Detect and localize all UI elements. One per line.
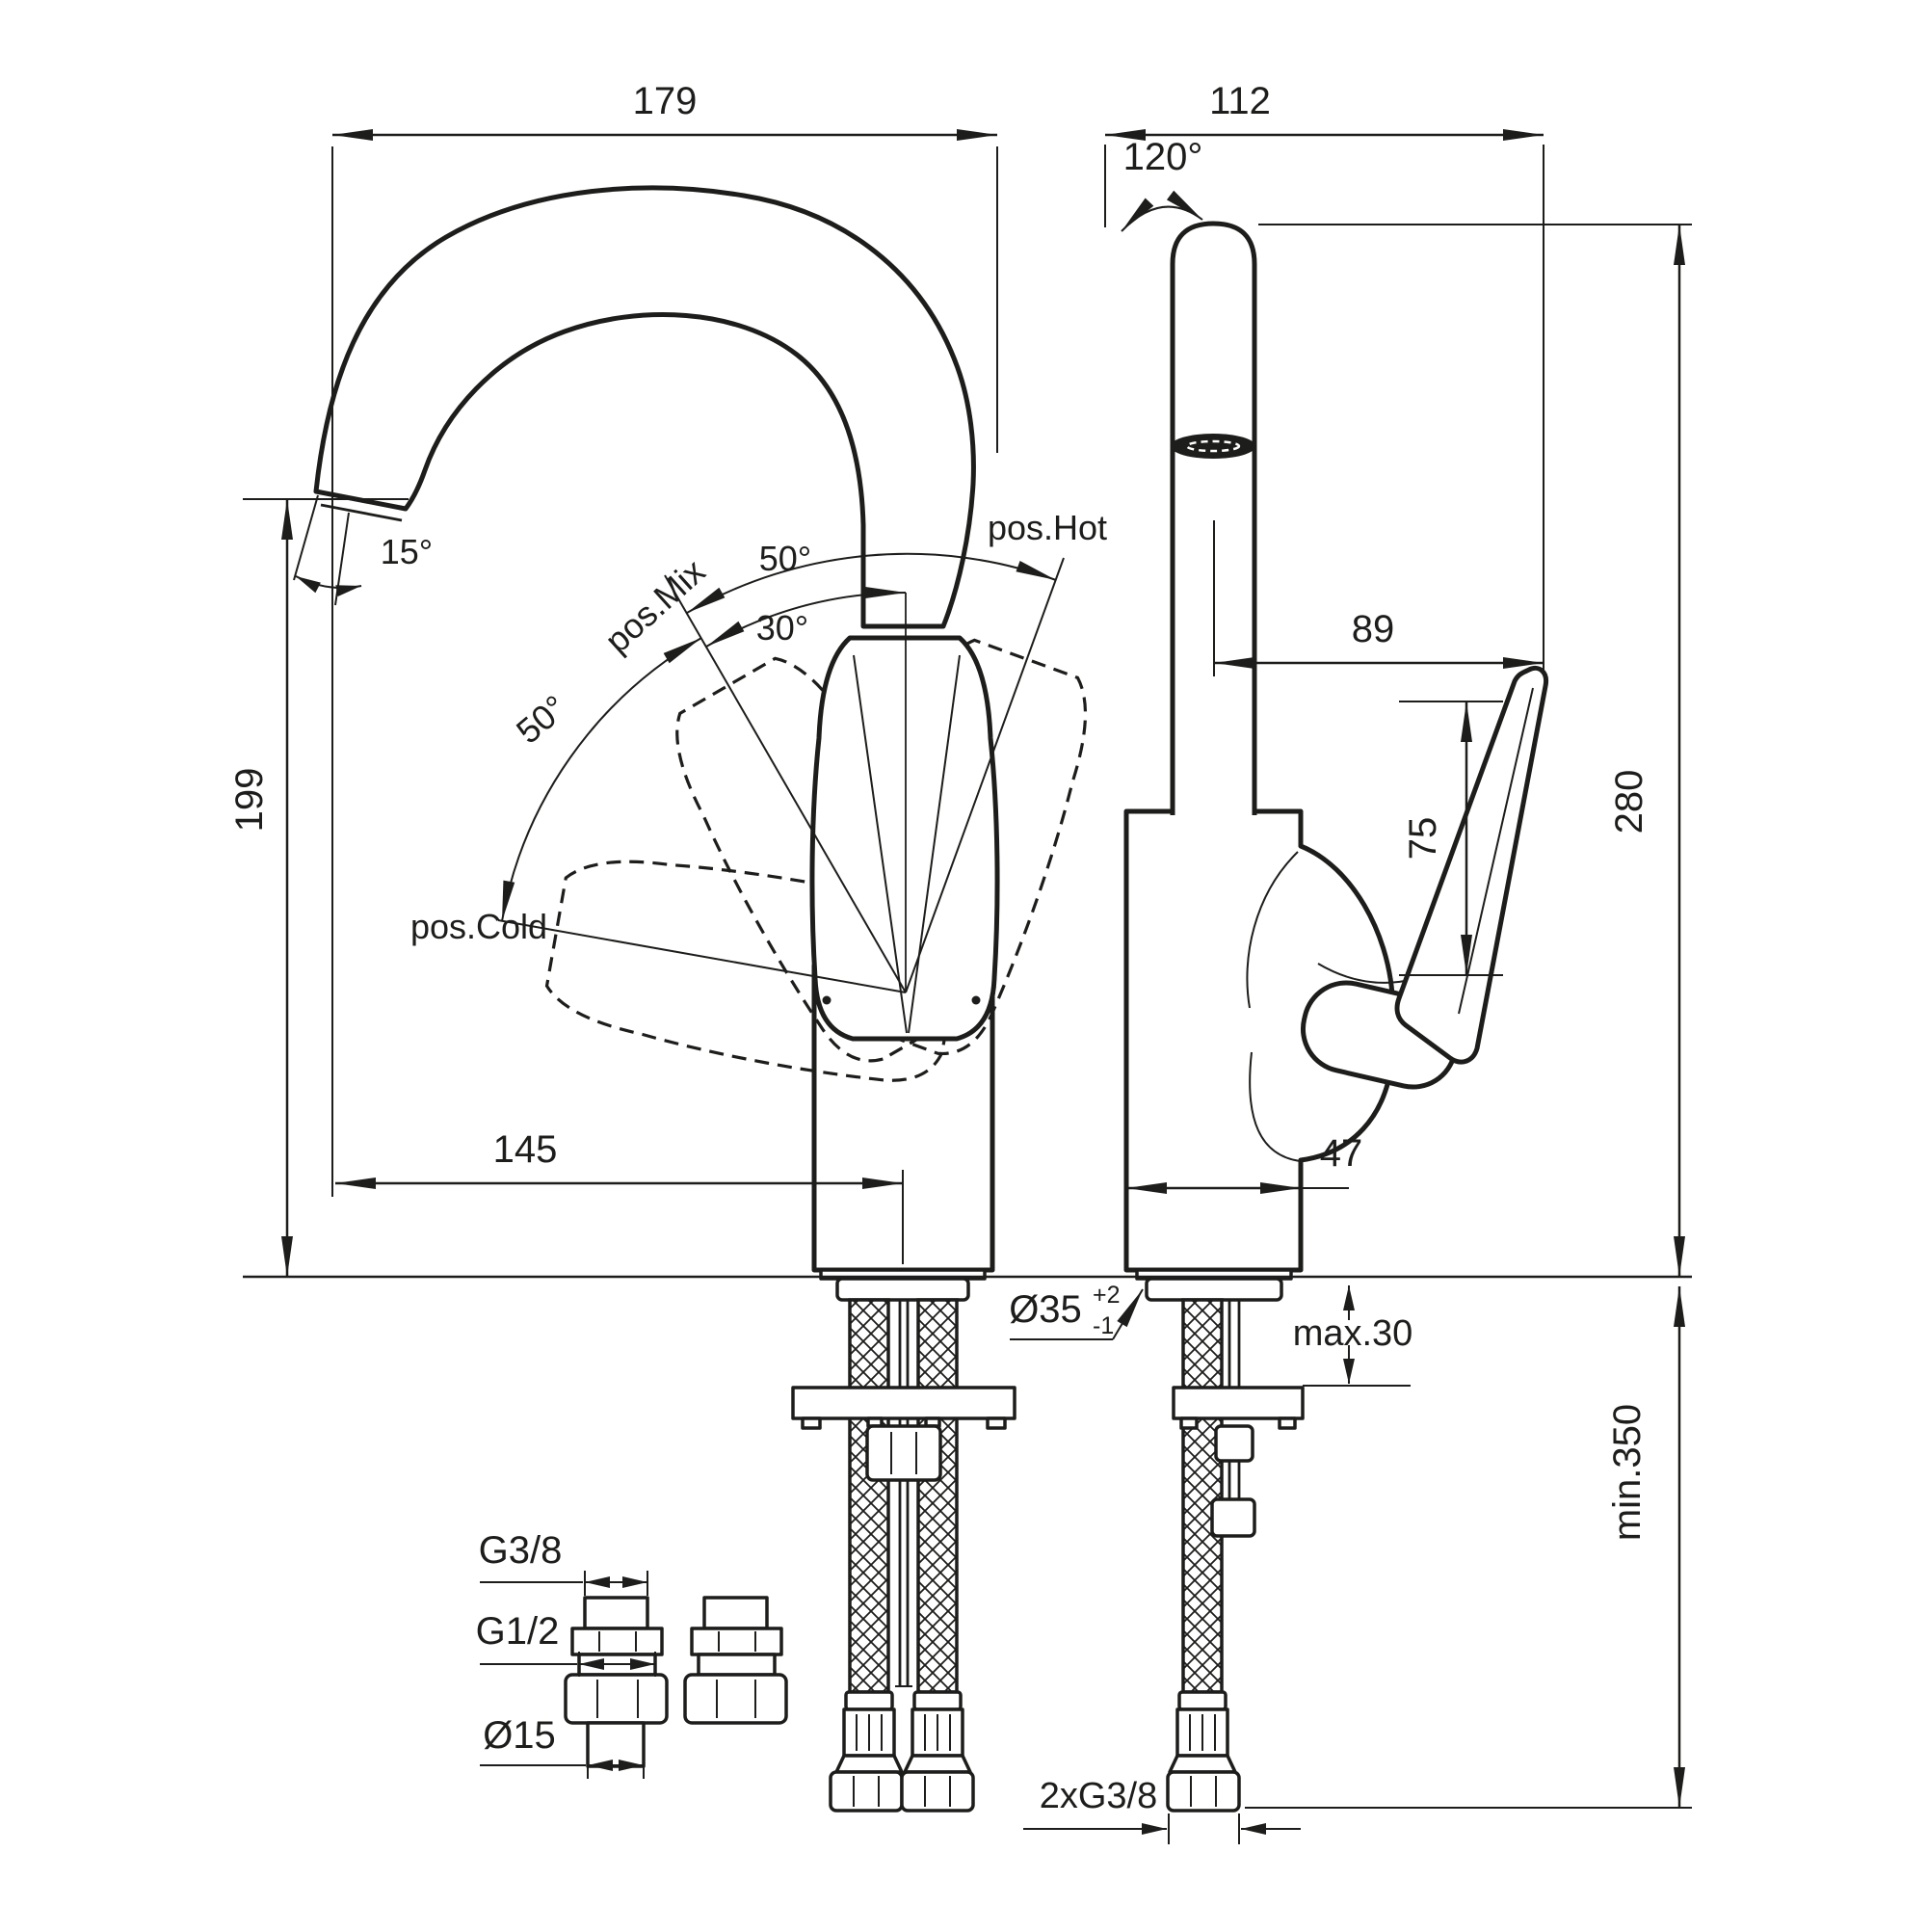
bracket-tab — [986, 1416, 1007, 1430]
pos-cold-line — [497, 919, 907, 993]
front-mounting-bracket — [791, 1386, 1016, 1420]
bracket-tab — [1179, 1416, 1199, 1430]
dim-label-280: 280 — [1608, 770, 1650, 834]
side-hose-cone — [1168, 1754, 1237, 1774]
pos-mix-label: pos.Mix — [597, 551, 713, 660]
side-body-contour-lower — [1249, 1051, 1301, 1162]
dim-label-max30: max.30 — [1293, 1313, 1413, 1354]
spout-outlet-face-line — [320, 503, 403, 522]
side-spout-tube — [1170, 221, 1257, 815]
lever-base-curve — [1317, 963, 1406, 984]
hose-left-cone — [834, 1754, 904, 1774]
pos-hot-label: pos.Hot — [988, 508, 1107, 547]
label-g38: G3/8 — [479, 1529, 563, 1572]
adapter-b-mid — [697, 1653, 777, 1677]
label-g12: G1/2 — [476, 1610, 560, 1653]
dim-label-hole-tol-plus: +2 — [1093, 1282, 1121, 1309]
dim-label-15: 15° — [381, 532, 433, 571]
handle-solid — [812, 638, 997, 1039]
adapter-a-thread — [583, 1596, 649, 1630]
front-base-flange — [835, 1277, 970, 1302]
body-screw-dot — [822, 995, 832, 1005]
side-hose-collar — [1177, 1690, 1227, 1711]
spout-outline — [313, 185, 976, 629]
angle-label-30: 30° — [756, 608, 808, 648]
arc-50-upper — [686, 552, 1057, 614]
arc-120-swivel — [1121, 190, 1203, 232]
pos-mix-line — [664, 574, 907, 993]
handle-face-edge — [908, 654, 961, 1034]
dim-label-89: 89 — [1352, 608, 1395, 650]
arc-15 — [295, 575, 362, 596]
side-body-contour-upper — [1246, 851, 1299, 1009]
side-mounting-nut — [1214, 1424, 1254, 1463]
adapter-b-hex — [690, 1627, 783, 1656]
side-stud-clip — [1210, 1497, 1256, 1538]
hole-leader — [1112, 1288, 1144, 1340]
ref-line-15a — [334, 512, 350, 606]
aerator-outlet — [1171, 434, 1255, 459]
pos-cold-label: pos.Cold — [410, 907, 547, 946]
hose-right-collar — [912, 1690, 963, 1711]
side-base-flange — [1145, 1277, 1283, 1302]
dim-label-145: 145 — [493, 1128, 558, 1171]
dim-label-179: 179 — [633, 80, 698, 122]
ref-line-15b — [293, 494, 319, 581]
hose-right-braid — [916, 1298, 959, 1694]
hose-right-nut — [900, 1770, 975, 1813]
dim-label-min350: min.350 — [1606, 1404, 1649, 1541]
angle-label-50-upper: 50° — [759, 539, 811, 578]
adapter-b-nut — [683, 1673, 788, 1725]
adapter-b-thread — [702, 1596, 769, 1630]
bracket-tab — [801, 1416, 822, 1430]
side-hose-nut — [1166, 1770, 1241, 1813]
adapter-a-tube — [586, 1721, 646, 1768]
pos-hot-line — [905, 557, 1065, 993]
aerator-screen — [1185, 439, 1241, 453]
label-o15: Ø15 — [483, 1714, 556, 1757]
adapter-a-nut — [564, 1673, 669, 1725]
front-mounting-nut — [865, 1424, 942, 1482]
bracket-tab — [1278, 1416, 1297, 1430]
dim-label-47: 47 — [1320, 1132, 1363, 1175]
angle-label-50-left: 50° — [509, 687, 574, 751]
dim-label-hole-tol-minus: -1 — [1093, 1312, 1114, 1339]
dim-label-112: 112 — [1209, 80, 1271, 122]
dim-label-hole: Ø35 — [1009, 1288, 1082, 1331]
side-hose-braid — [1181, 1298, 1224, 1694]
hose-left-braid — [848, 1298, 890, 1694]
hose-right-cone — [903, 1754, 972, 1774]
hose-left-nut — [829, 1770, 904, 1813]
body-screw-dot — [971, 995, 981, 1005]
angle-label-120: 120° — [1123, 136, 1203, 178]
dim-label-75: 75 — [1402, 817, 1444, 860]
hose-left-collar — [844, 1690, 894, 1711]
dim-label-199: 199 — [228, 768, 271, 833]
handle-face-edge — [853, 654, 908, 1034]
adapter-a-hex — [570, 1627, 664, 1656]
arc-50-left — [501, 637, 702, 922]
label-2xg38: 2xG3/8 — [1040, 1776, 1158, 1816]
side-mounting-bracket — [1172, 1386, 1305, 1420]
